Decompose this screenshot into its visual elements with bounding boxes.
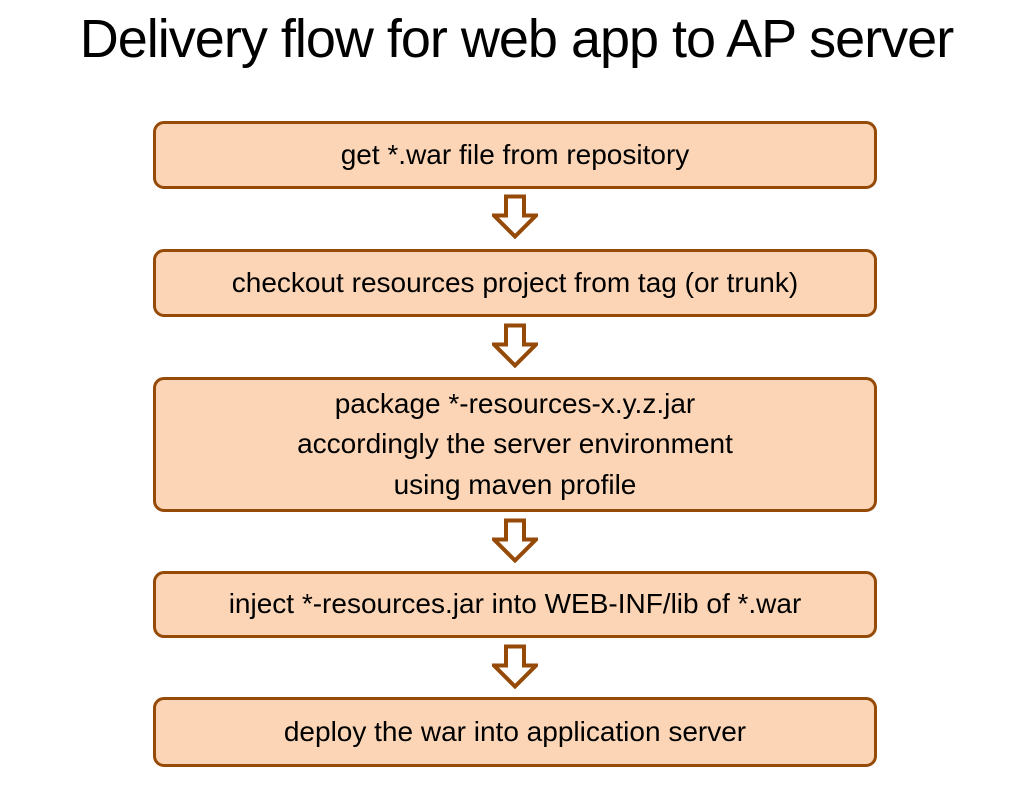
flow-step-label: deploy the war into application server [283,715,747,747]
down-arrow-icon [492,644,538,689]
flow-step-checkout-resources: checkout resources project from tag (or … [153,249,877,317]
down-arrow-icon [492,518,538,563]
slide-title: Delivery flow for web app to AP server [79,9,954,69]
down-arrow-icon [492,323,538,368]
flow-step-label: checkout resources project from tag (or … [231,266,799,298]
flow-step-deploy-war: deploy the war into application server [153,697,877,767]
flow-step-package-resources: package *-resources-x.y.z.jar accordingl… [153,377,877,512]
down-arrow-icon [492,194,538,239]
flow-step-label: get *.war file from repository [340,138,690,170]
flow-step-inject-resources: inject *-resources.jar into WEB-INF/lib … [153,571,877,638]
flow-step-label: package *-resources-x.y.z.jar accordingl… [297,388,733,500]
flow-step-get-war: get *.war file from repository [153,121,877,189]
flow-step-label: inject *-resources.jar into WEB-INF/lib … [228,588,802,620]
